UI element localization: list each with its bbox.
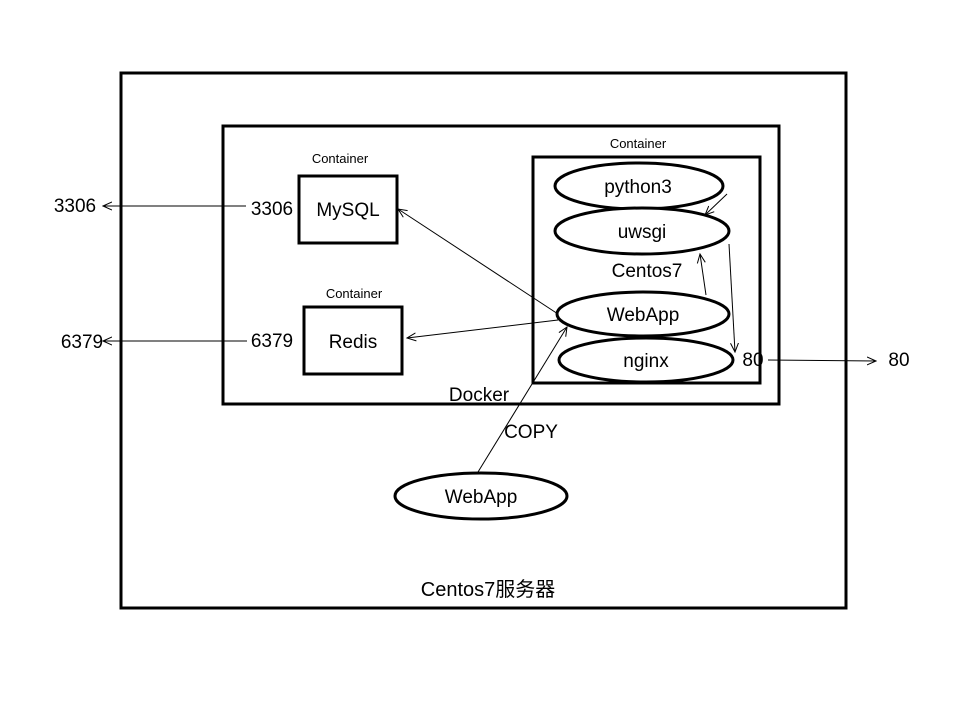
webapp-to-mysql-arrow [398, 209, 559, 315]
redis-outer-port: 6379 [61, 332, 103, 353]
app-container-caption: Container [610, 136, 667, 151]
redis-container-caption: Container [326, 286, 383, 301]
server-label: Centos7服务器 [421, 578, 556, 601]
nginx-label: nginx [623, 351, 669, 372]
app-outer-port: 80 [888, 350, 909, 371]
python3-label: python3 [604, 177, 672, 198]
copy-label: COPY [504, 422, 558, 443]
webapp-to-uwsgi-arrow [700, 254, 707, 296]
docker-label: Docker [449, 385, 510, 406]
mysql-inner-port: 3306 [251, 199, 293, 220]
mysql-container-caption: Container [312, 151, 369, 166]
webapp-process [555, 290, 731, 338]
app-inner-port: 80 [742, 350, 763, 371]
nginx-process [557, 336, 735, 384]
uwsgi-to-nginx-arrow [728, 243, 735, 352]
uwsgi-process [553, 206, 731, 256]
redis-container [302, 305, 404, 376]
uwsgi-label: uwsgi [618, 222, 667, 243]
copy-arrow [477, 327, 567, 473]
python3-to-uwsgi-arrow [705, 193, 728, 215]
webapp-source [393, 471, 569, 521]
mysql-outer-port: 3306 [54, 196, 96, 217]
docker-box [221, 124, 781, 406]
centos-label: Centos7 [612, 261, 683, 282]
redis-inner-port: 6379 [251, 331, 293, 352]
mysql-label: MySQL [316, 200, 379, 221]
webapp-to-redis-arrow [407, 319, 559, 338]
app-port-arrow [767, 360, 876, 361]
webapp-label: WebApp [607, 305, 680, 326]
redis-label: Redis [329, 332, 378, 353]
webapp-source-label: WebApp [445, 487, 518, 508]
